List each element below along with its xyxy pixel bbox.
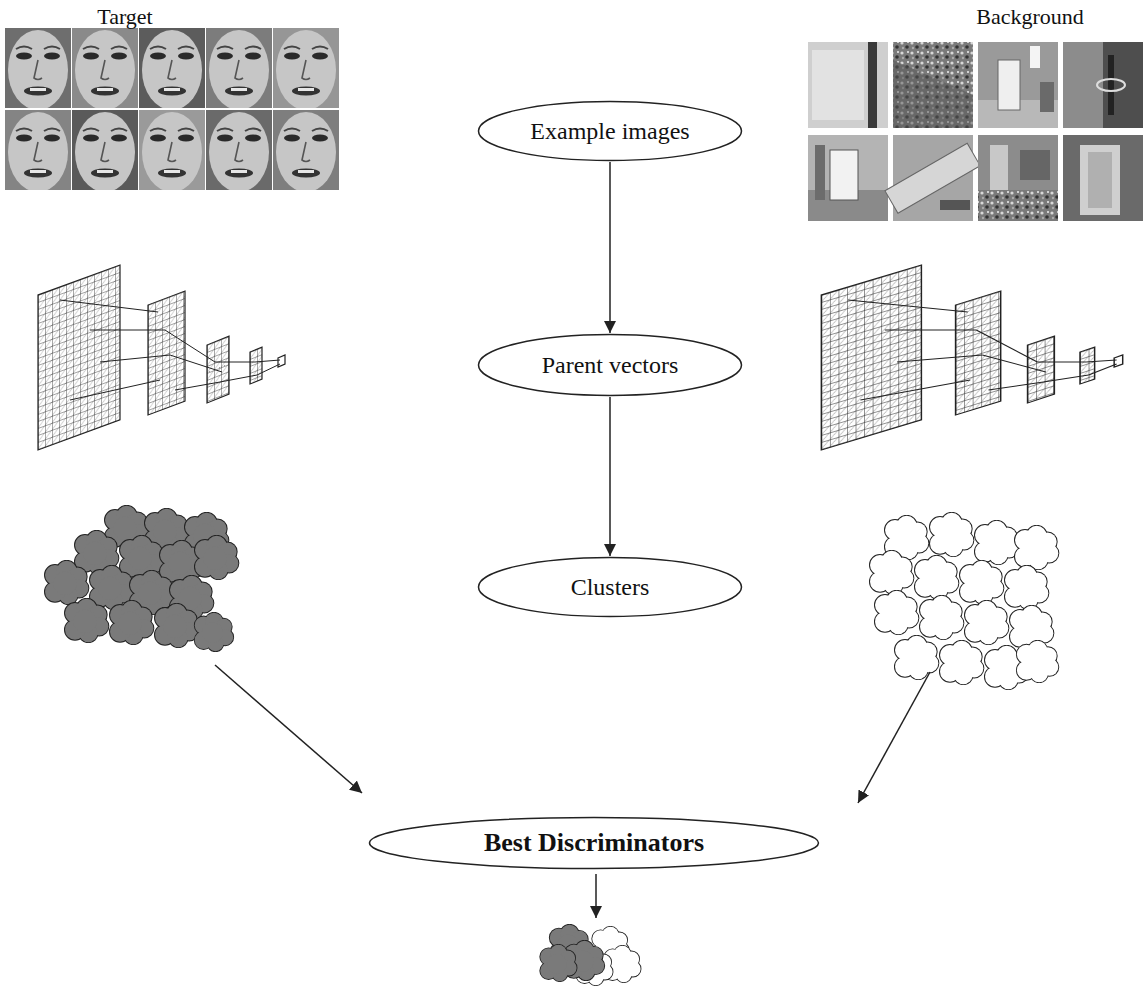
pyramid-illustration	[38, 265, 285, 450]
face-image	[72, 28, 138, 110]
selected-cluster-blob	[540, 925, 640, 985]
background-image	[808, 135, 888, 221]
face-image	[206, 110, 272, 192]
target-cluster-blob	[45, 506, 238, 651]
flow-arrows	[215, 665, 930, 918]
section-heading: Target	[97, 4, 152, 29]
background-image	[893, 42, 973, 128]
process-ellipse: Parent vectors	[477, 333, 743, 397]
section-heading: Background	[976, 4, 1084, 29]
face-image	[72, 110, 138, 192]
background-image	[885, 135, 980, 221]
face-image	[139, 28, 205, 110]
background-image	[1063, 42, 1143, 128]
face-image	[206, 28, 272, 110]
arrow-line	[595, 874, 597, 918]
arrow-line	[215, 665, 362, 793]
face-image	[273, 28, 339, 110]
process-ellipse: Example images	[477, 100, 743, 162]
face-image	[273, 110, 339, 192]
node-label: Example images	[530, 117, 689, 146]
background-cluster-blob	[870, 513, 1058, 689]
background-image	[808, 42, 888, 128]
node-label: Best Discriminators	[484, 827, 704, 858]
background-image	[1063, 135, 1143, 221]
background-image	[978, 135, 1058, 221]
face-thumbnails	[5, 28, 339, 192]
flow-arrow	[609, 397, 611, 556]
background-thumbnails	[808, 42, 1143, 221]
face-image	[5, 110, 71, 192]
process-ellipse: Best Discriminators	[368, 816, 820, 870]
node-label: Parent vectors	[542, 351, 679, 380]
arrow-line	[858, 672, 930, 803]
process-ellipse: Clusters	[477, 556, 743, 618]
flow-arrow	[609, 162, 611, 333]
node-label: Clusters	[571, 573, 650, 602]
background-image	[978, 42, 1058, 128]
pyramid-illustration	[821, 265, 1122, 450]
face-image	[139, 110, 205, 192]
face-image	[5, 28, 71, 110]
